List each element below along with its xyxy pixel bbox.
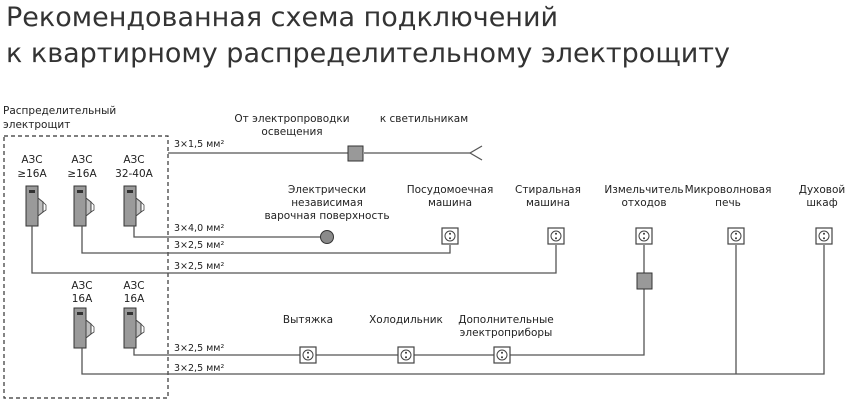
- breaker-2: [73, 185, 95, 227]
- breaker-4-label-1: АЗС: [71, 280, 92, 292]
- cable-label-group1: 3×2,5 мм²: [174, 343, 224, 354]
- breaker-3-label-1: АЗС: [123, 154, 144, 166]
- dishwasher-socket: [441, 227, 459, 245]
- dishwasher-wire: [81, 226, 451, 254]
- breaker-3: [123, 185, 145, 227]
- extra-socket: [493, 346, 511, 364]
- breaker-5: [123, 307, 145, 349]
- oven-label-2: шкаф: [806, 197, 837, 209]
- breaker-2-label-1: АЗС: [71, 154, 92, 166]
- oven-socket: [815, 227, 833, 245]
- to-lamps-label: к светильникам: [380, 113, 468, 125]
- washer-wire: [31, 226, 557, 274]
- disposer-socket: [635, 227, 653, 245]
- stove-label-1: Электрически: [288, 184, 366, 196]
- diagram-title-line-1: Рекомендованная схема подключений: [6, 2, 559, 33]
- breaker-4-label-2: 16А: [72, 293, 93, 305]
- stove-label-3: варочная поверхность: [264, 210, 389, 222]
- group2-wire: [81, 245, 825, 375]
- microwave-socket: [727, 227, 745, 245]
- lighting-source-label-2: освещения: [261, 126, 322, 138]
- breaker-5-label-2: 16А: [124, 293, 145, 305]
- cable-label-group2: 3×2,5 мм²: [174, 363, 224, 374]
- panel-label-line-2: электрощит: [3, 119, 70, 131]
- lighting-source-label-1: От электропроводки: [234, 113, 349, 125]
- disposer-label-1: Измельчитель: [604, 184, 683, 196]
- hood-label: Вытяжка: [283, 314, 333, 326]
- panel-frame: [3, 135, 169, 399]
- breaker-3-label-2: 32-40А: [115, 168, 154, 180]
- cable-label-stove: 3×4,0 мм²: [174, 223, 224, 234]
- disposer-label-2: отходов: [621, 197, 666, 209]
- stove-label-2: независимая: [291, 197, 363, 209]
- stove-wire: [133, 226, 321, 238]
- cable-label-dishwasher: 3×2,5 мм²: [174, 240, 224, 251]
- diagram-title-line-2: к квартирному распределительному электро…: [6, 38, 731, 69]
- stove-terminal: [320, 230, 334, 244]
- washer-label-1: Стиральная: [515, 184, 581, 196]
- panel-label-line-1: Распределительный: [3, 105, 116, 117]
- microwave-label-1: Микроволновая: [685, 184, 772, 196]
- breaker-1: [25, 185, 47, 227]
- oven-label-1: Духовой: [799, 184, 846, 196]
- breaker-1-label-2: ≥16А: [17, 168, 47, 180]
- breaker-5-label-1: АЗС: [123, 280, 144, 292]
- lighting-junction-box: [347, 145, 364, 162]
- extra-label-2: электроприборы: [460, 327, 553, 339]
- cable-label-washer: 3×2,5 мм²: [174, 261, 224, 272]
- group1-wire: [133, 289, 645, 356]
- hood-socket: [299, 346, 317, 364]
- extra-label-1: Дополнительные: [458, 314, 553, 326]
- breaker-4: [73, 307, 95, 349]
- fridge-socket: [397, 346, 415, 364]
- lamp-symbol: [469, 145, 483, 161]
- washer-socket: [547, 227, 565, 245]
- disposer-switch-box: [636, 272, 653, 290]
- dishwasher-label-2: машина: [428, 197, 472, 209]
- fridge-label: Холодильник: [369, 314, 443, 326]
- washer-label-2: машина: [526, 197, 570, 209]
- cable-label-lighting: 3×1,5 мм²: [174, 139, 224, 150]
- microwave-label-2: печь: [715, 197, 741, 209]
- breaker-1-label-1: АЗС: [21, 154, 42, 166]
- breaker-2-label-2: ≥16А: [67, 168, 97, 180]
- dishwasher-label-1: Посудомоечная: [407, 184, 494, 196]
